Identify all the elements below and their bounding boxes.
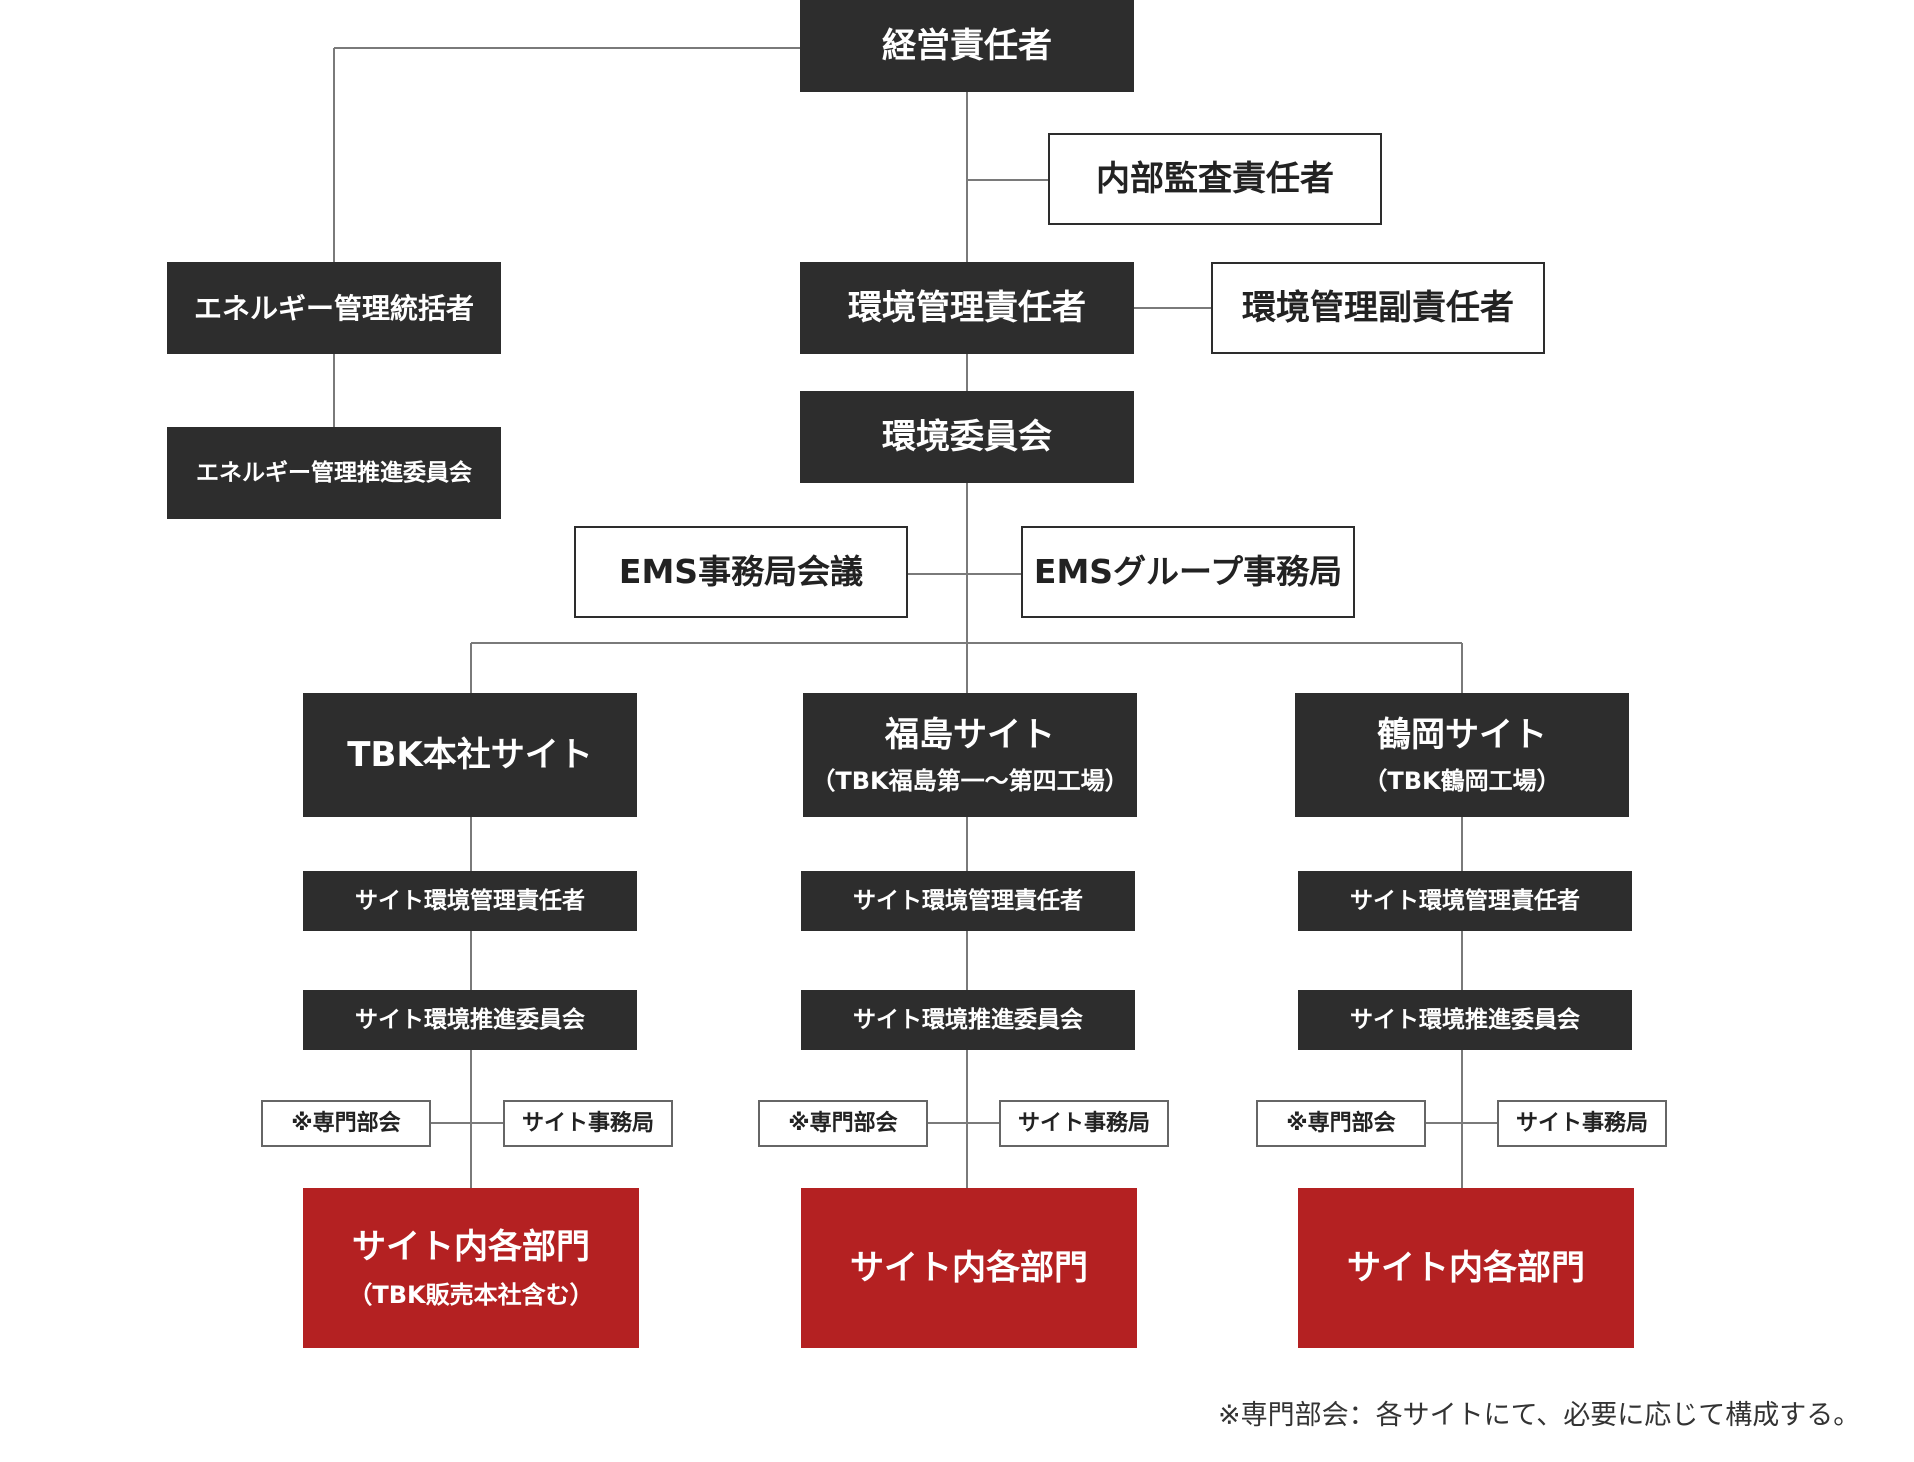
energy-head-box: エネルギー管理統括者 [167, 262, 501, 354]
site-env-committee-box: サイト環境推進委員会 [801, 990, 1135, 1050]
special-committee-box: ※専門部会 [261, 1100, 431, 1147]
site-env-manager-box: サイト環境管理責任者 [801, 871, 1135, 931]
departments-label: サイト内各部門 [850, 1247, 1088, 1288]
site-subtitle: （TBK福島第一〜第四工場） [811, 767, 1129, 796]
site-env-manager-box: サイト環境管理責任者 [1298, 871, 1632, 931]
ems-office-box: EMSグループ事務局 [1021, 526, 1355, 618]
site-subtitle: （TBK鶴岡工場） [1363, 767, 1561, 796]
departments-note: （TBK販売本社含む） [348, 1281, 594, 1310]
site-head-fukushima: 福島サイト （TBK福島第一〜第四工場） [803, 693, 1137, 817]
special-committee-box: ※専門部会 [1256, 1100, 1426, 1147]
site-office-box: サイト事務局 [1497, 1100, 1667, 1147]
env-head-box: 環境管理責任者 [800, 262, 1134, 354]
site-departments-box: サイト内各部門 [1298, 1188, 1634, 1348]
site-env-committee-box: サイト環境推進委員会 [303, 990, 637, 1050]
site-env-manager-box: サイト環境管理責任者 [303, 871, 637, 931]
site-departments-box: サイト内各部門 [801, 1188, 1137, 1348]
footnote: ※専門部会：各サイトにて、必要に応じて構成する。 [1218, 1400, 1861, 1431]
env-deputy-box: 環境管理副責任者 [1211, 262, 1545, 354]
internal-audit-box: 内部監査責任者 [1048, 133, 1382, 225]
site-env-committee-box: サイト環境推進委員会 [1298, 990, 1632, 1050]
env-committee-box: 環境委員会 [800, 391, 1134, 483]
site-office-box: サイト事務局 [503, 1100, 673, 1147]
site-office-box: サイト事務局 [999, 1100, 1169, 1147]
site-name: 鶴岡サイト [1377, 714, 1547, 755]
site-head-tsuruoka: 鶴岡サイト （TBK鶴岡工場） [1295, 693, 1629, 817]
site-head-honsha: TBK本社サイト [303, 693, 637, 817]
departments-label: サイト内各部門 [1347, 1247, 1585, 1288]
site-departments-box: サイト内各部門 （TBK販売本社含む） [303, 1188, 639, 1348]
site-name: 福島サイト [885, 714, 1055, 755]
ems-meeting-box: EMS事務局会議 [574, 526, 908, 618]
site-name: TBK本社サイト [347, 734, 593, 775]
special-committee-box: ※専門部会 [758, 1100, 928, 1147]
departments-label: サイト内各部門 [352, 1226, 590, 1267]
energy-committee-box: エネルギー管理推進委員会 [167, 427, 501, 519]
ceo-box: 経営責任者 [800, 0, 1134, 92]
